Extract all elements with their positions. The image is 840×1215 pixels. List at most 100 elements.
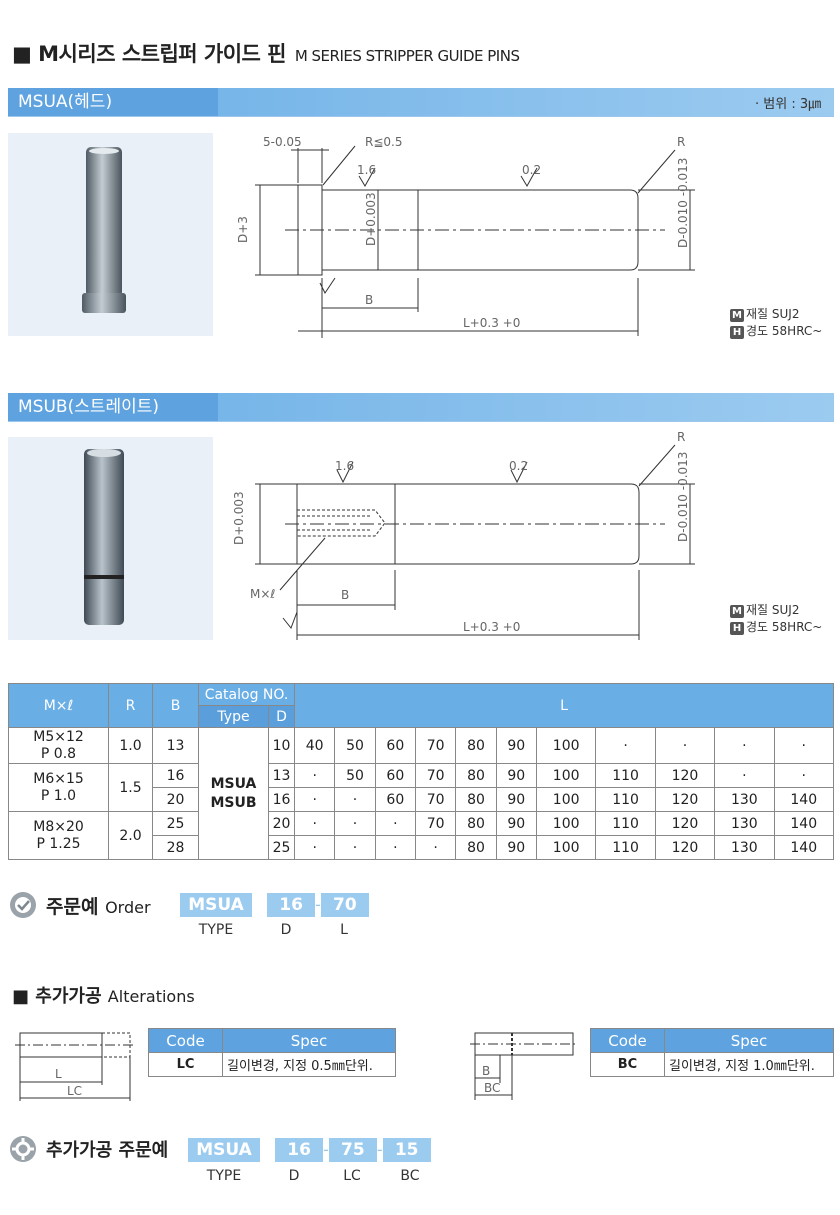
table-cell: 120 [654,787,716,812]
text: MSUA [180,893,252,917]
order-code: MSUA 16-70 [180,893,369,917]
dim-r: R [677,430,685,444]
table-cell: · [654,727,716,764]
page-title: ■ M시리즈 스트립퍼 가이드 핀 M SERIES STRIPPER GUID… [12,38,520,68]
table-cell: 16 [152,763,199,788]
table-cell: 2.0 [108,811,153,860]
dim-r-note: R≦0.5 [365,135,402,149]
table-cell: · [334,835,376,860]
table-cell: · [773,763,835,788]
alt-drawing-bc: B BC [470,1032,578,1100]
table-cell: · [414,835,457,860]
table-cell: 120 [654,763,716,788]
section-header-msub: MSUB(스트레이트) [8,393,834,421]
dim-r: R [677,135,685,149]
text: 70 [320,893,369,917]
table-cell: 28 [152,835,199,860]
order-label-l: L [340,922,348,938]
text: Alterations [107,987,195,1006]
text: 경도 58HRC~ [746,324,823,338]
msub-drawing: R 1.6 0.2 D+0.003 D-0.010 -0.013 M×ℓ B L… [232,430,695,640]
dim-l: L+0.3 +0 [463,620,520,634]
table-cell: 40 [293,727,336,764]
text: ■ M시리즈 스트립퍼 가이드 핀 [12,42,287,66]
table-cell: 80 [455,787,497,812]
rough-2: 0.2 [509,459,528,473]
table-cell: 60 [374,727,416,764]
table-cell: 80 [455,727,497,764]
text: MSUA(헤드) [8,88,218,116]
divider [8,421,834,422]
alt-dim-b: B [482,1064,490,1078]
table-cell: 70 [414,763,457,788]
text: 15 [382,1138,431,1162]
text: M8×20 [33,818,84,835]
table-cell: 16 [268,787,295,812]
order-label-type: TYPE [198,922,234,938]
table-cell: 13 [268,763,295,788]
table-cell: 60 [374,763,416,788]
section-header-msua: MSUA(헤드) [8,88,834,116]
table-cell: · [374,811,416,836]
table-cell: 90 [495,811,537,836]
page-subtitle: M SERIES STRIPPER GUIDE PINS [294,47,520,65]
table-cell: 110 [595,787,656,812]
table-cell: 90 [495,727,537,764]
divider [8,116,834,117]
alt-order-code: MSUA 16-75-15 [188,1138,431,1162]
table-cell: 140 [773,787,835,812]
tolerance-range: · 범위 : 3㎛ [755,97,822,112]
table-cell: 50 [334,727,376,764]
dim-b: B [365,293,373,307]
table-cell: 120 [654,811,716,836]
text: 재질 SUJ2 [746,603,800,617]
header-type: Type [198,705,269,728]
header-r: R [108,683,153,728]
table-cell: 100 [535,811,597,836]
table-cell: 90 [495,763,537,788]
table-cell: · [714,763,775,788]
table-cell: 50 [334,763,376,788]
table-cell: · [714,727,775,764]
text: 재질 SUJ2 [746,307,800,321]
table-cell: 90 [495,787,537,812]
table-cell: 120 [654,835,716,860]
alt-order-label-bc: BC [400,1168,420,1184]
header-l: L [294,683,834,728]
alt-dim-bc: BC [484,1081,500,1095]
table-cell: 20 [152,787,199,812]
table-cell: 100 [535,727,597,764]
rough-1: 1.6 [335,459,354,473]
alt-order-label-type: TYPE [206,1168,242,1184]
table-cell: 130 [714,811,775,836]
table-cell: 70 [414,727,457,764]
text: 주문예 [46,896,99,918]
rough-2: 0.2 [522,163,541,177]
dim-head: 5-0.05 [263,135,302,149]
text: P 1.0 [40,787,77,804]
table-cell: 70 [414,787,457,812]
msua-photo [8,133,213,336]
dim-ml: M×ℓ [250,587,275,601]
table-cell: · [293,811,336,836]
alterations-title: ■ 추가가공 Alterations [12,982,195,1008]
text: MSUB(스트레이트) [8,393,218,421]
table-cell: 25 [152,811,199,836]
table-cell: · [374,835,416,860]
header-d: D [268,705,295,728]
table-cell: 100 [535,787,597,812]
header-b: B [152,683,199,728]
table-cell: · [595,727,656,764]
table-cell: 1.0 [108,727,153,764]
text: MSUA [188,1138,260,1162]
alt-drawing-lc: L LC [15,1032,135,1101]
table-cell: · [773,727,835,764]
